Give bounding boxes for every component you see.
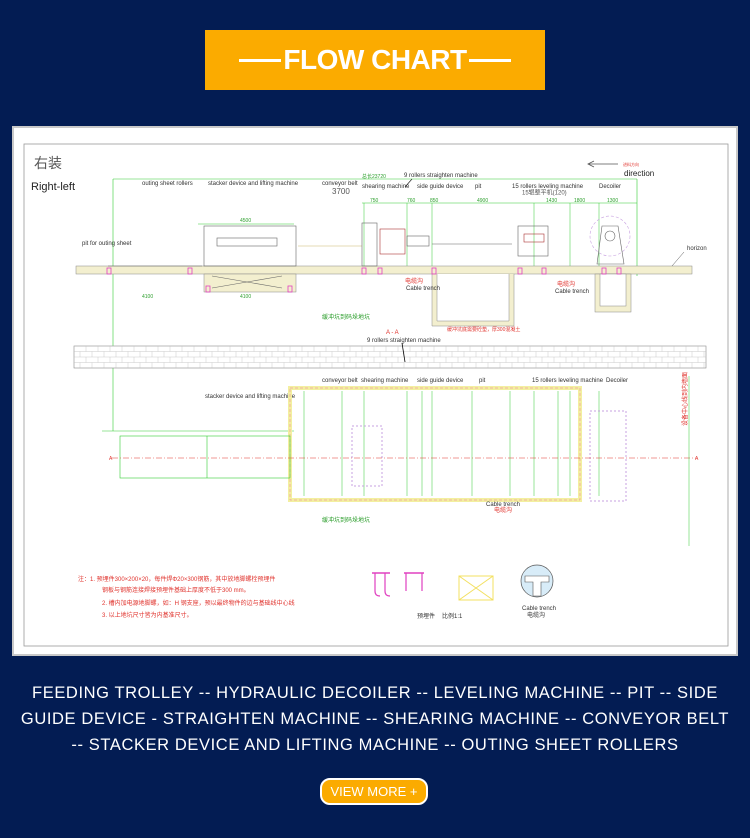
detail-cable-trench: Cable trench: [522, 606, 556, 612]
orientation-cn: 右装: [34, 155, 62, 171]
embedded-anchors: [106, 267, 622, 293]
label-leveling: 15 rollers leveling machine: [512, 184, 584, 190]
cable-trench-2: Cable trench: [555, 289, 589, 295]
section-conveyor-belt: conveyor belt: [322, 378, 358, 384]
label-conveyor-belt: conveyor belt: [322, 181, 358, 187]
section-stacker: stacker device and lifting machine: [205, 394, 296, 400]
orientation-en: Right-left: [31, 181, 75, 193]
dim-4900: 4900: [477, 198, 488, 204]
pit-bottom-note: 缓冲坑底需要砼垫，厚300混凝土: [447, 326, 520, 333]
detail-cable-trench-cn: 电缆沟: [527, 611, 545, 619]
conveyor-length: 3700: [332, 187, 350, 196]
section-shearing: shearing machine: [361, 378, 409, 384]
section-marker-a-left: A: [109, 456, 113, 462]
label-shearing: shearing machine: [362, 184, 410, 190]
dim-1800: 1800: [574, 198, 585, 204]
plan-view: [112, 376, 696, 546]
section-title: FLOW CHART: [283, 44, 467, 75]
section-pit: pit: [479, 378, 486, 384]
note-1b: 钢板与钢筋连接焊接预埋件基础上厚度不低于300 mm。: [102, 586, 250, 594]
label-pit: pit: [475, 184, 482, 190]
section-cable-trench-cn: 电缆沟: [494, 506, 512, 514]
cable-trench-cn-2: 电缆沟: [557, 280, 575, 288]
direction-label: direction: [624, 169, 654, 178]
embed-label: 预埋件: [417, 612, 435, 620]
ground-section: [75, 265, 693, 327]
note-2: 2. 槽内加电源地脚螺，如：H 钢支座，预以最终物件的边与基础线中心线: [102, 599, 295, 607]
section-decoiler: Decoiler: [606, 378, 628, 384]
flow-chart-drawing: 右装 Right-left 进料方向 direction 总长23720 out…: [12, 126, 738, 656]
section-leveling: 15 rollers leveling machine: [532, 378, 604, 384]
note-1: 注：1. 预埋件300×200×20，每件焊Φ20×300钢筋，其中放地脚螺栓预…: [78, 575, 275, 583]
process-description: FEEDING TROLLEY -- HYDRAULIC DECOILER --…: [10, 680, 740, 758]
section-pit-note: 缓冲坑到码垛地坑: [322, 516, 370, 524]
label-straighten: 9 rollers straighten machine: [404, 173, 478, 179]
section-title: A - A: [386, 330, 399, 336]
drawing-frame: [23, 143, 729, 647]
dim-1300: 1300: [607, 198, 618, 204]
dimension-lines: [102, 202, 637, 432]
view-more-button[interactable]: VIEW MORE +: [320, 778, 428, 805]
section-cable-trench: Cable trench: [486, 502, 520, 508]
direction-arrow: [587, 160, 618, 168]
direction-cn: 进料方向: [623, 161, 639, 167]
scale-label: 比例1:1: [442, 612, 463, 620]
section-marker-a-right: A: [695, 456, 699, 462]
label-horizon: horizon: [687, 246, 707, 252]
description-line: GUIDE DEVICE - STRAIGHTEN MACHINE -- SHE…: [20, 710, 730, 728]
total-length: 总长23720: [362, 173, 386, 180]
embed-details: [372, 564, 554, 601]
label-stacker: stacker device and lifting machine: [208, 181, 299, 187]
cable-trench-1: Cable trench: [406, 286, 440, 292]
description-line: -- STACKER DEVICE AND LIFTING MACHINE --…: [71, 736, 679, 754]
construction-notes: 注：1. 预埋件300×200×20，每件焊Φ20×300钢筋，其中放地脚螺栓预…: [78, 575, 295, 619]
dim-760: 760: [407, 198, 416, 204]
leveling-cn: 15辊整平机(120): [522, 189, 567, 197]
section-straighten: 9 rollers straighten machine: [367, 338, 441, 344]
note-3: 3. 以上地坑尺寸皆为内基准尺寸。: [102, 611, 193, 619]
label-pit-outing: pit for outing sheet: [82, 241, 132, 247]
section-side-guide: side guide device: [417, 378, 464, 384]
dim-1430: 1430: [546, 198, 557, 204]
pit-note: 缓冲坑到码垛地坑: [322, 313, 370, 321]
section-pointer: [401, 342, 406, 363]
label-decoiler: Decoiler: [599, 184, 621, 190]
center-note: 设备中心线到内墙面: [681, 372, 689, 426]
engineering-drawing: 右装 Right-left 进料方向 direction 总长23720 out…: [23, 143, 729, 647]
label-outing-sheet-rollers: outing sheet rollers: [142, 181, 193, 187]
dim-4100-a: 4100: [142, 294, 153, 300]
brick-wall: [73, 345, 707, 369]
title-dash-left: [239, 58, 282, 62]
section-title-banner: FLOW CHART: [205, 30, 545, 90]
dim-4500: 4500: [240, 218, 251, 224]
machines-elevation: [108, 215, 631, 289]
label-side-guide: side guide device: [417, 184, 464, 190]
description-line: FEEDING TROLLEY -- HYDRAULIC DECOILER --…: [32, 684, 718, 702]
cable-trench-cn-1: 电缆沟: [405, 277, 423, 285]
title-dash-right: [468, 58, 511, 62]
straighten-pointer: [404, 178, 413, 188]
dim-850: 850: [430, 198, 439, 204]
dim-4100-b: 4100: [240, 294, 251, 300]
dim-750: 750: [370, 198, 379, 204]
